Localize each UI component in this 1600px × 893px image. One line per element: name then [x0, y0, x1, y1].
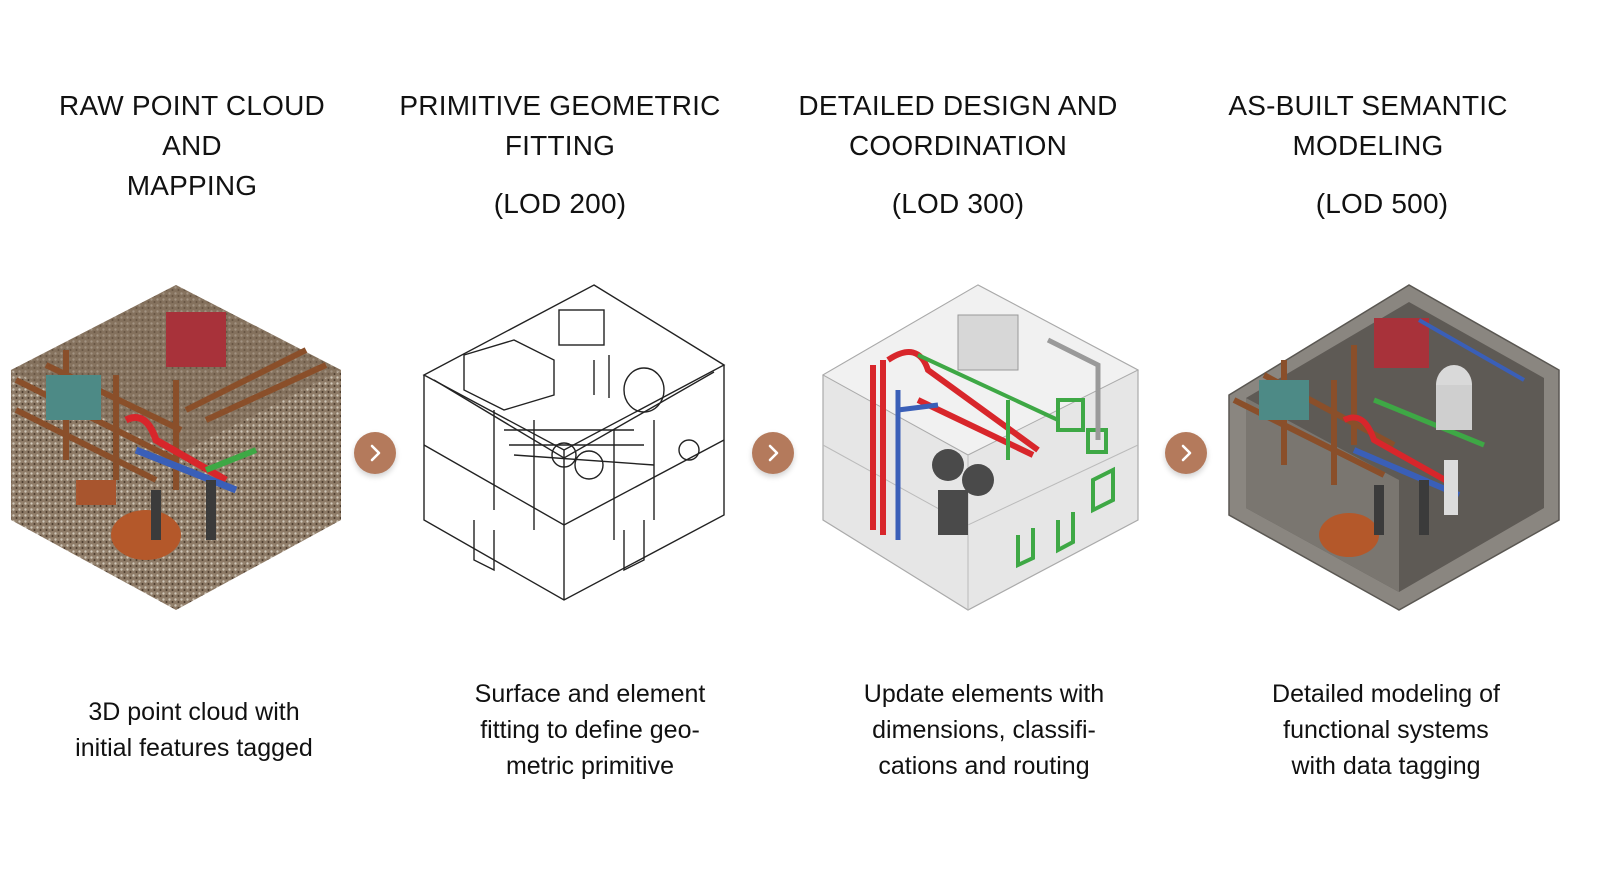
stage-title: PRIMITIVE GEOMETRIC FITTING (LOD 200): [360, 86, 760, 224]
lod-label: (LOD 200): [493, 188, 627, 219]
desc-line: Update elements with: [863, 680, 1105, 708]
desc-line: Surface and element: [474, 680, 706, 708]
title-line: RAW POINT CLOUD: [59, 90, 325, 121]
stage-detailed-design: DETAILED DESIGN AND COORDINATION (LOD 30…: [758, 0, 1158, 893]
stage-raw-point-cloud: RAW POINT CLOUD AND MAPPING 3D poin: [0, 0, 400, 893]
stage-title: DETAILED DESIGN AND COORDINATION (LOD 30…: [758, 86, 1158, 224]
stage-description: Surface and element fitting to define ge…: [390, 676, 790, 784]
title-line: PRIMITIVE GEOMETRIC: [399, 90, 721, 121]
title-line: COORDINATION: [848, 130, 1068, 161]
stage-description: Detailed modeling of functional systems …: [1186, 676, 1586, 784]
chevron-right-icon: [354, 432, 396, 474]
title-line: AND: [162, 130, 222, 161]
desc-line: 3D point cloud with: [88, 698, 300, 726]
coordination-model-illustration: [821, 284, 1140, 611]
desc-line: functional systems: [1283, 716, 1489, 744]
desc-line: dimensions, classifi-: [872, 716, 1096, 744]
desc-line: initial features tagged: [75, 734, 313, 762]
semantic-model-illustration: [1228, 284, 1560, 611]
stage-description: 3D point cloud with initial features tag…: [0, 694, 394, 766]
point-cloud-illustration: [11, 285, 341, 610]
title-line: DETAILED DESIGN AND: [798, 90, 1118, 121]
lod-label: (LOD 500): [1315, 188, 1449, 219]
title-line: FITTING: [504, 130, 616, 161]
desc-line: metric primitive: [505, 752, 675, 780]
wireframe-illustration: [422, 284, 726, 601]
title-line: MAPPING: [126, 170, 258, 201]
stage-title: AS-BUILT SEMANTIC MODELING (LOD 500): [1168, 86, 1568, 224]
desc-line: with data tagging: [1291, 752, 1481, 780]
desc-line: fitting to define geo-: [480, 716, 700, 744]
title-line: MODELING: [1292, 130, 1444, 161]
title-line: AS-BUILT SEMANTIC: [1228, 90, 1508, 121]
stage-primitive-fitting: PRIMITIVE GEOMETRIC FITTING (LOD 200) Su…: [360, 0, 760, 893]
stage-title: RAW POINT CLOUD AND MAPPING: [0, 86, 392, 206]
chevron-right-icon: [1165, 432, 1207, 474]
lod-label: (LOD 300): [891, 188, 1025, 219]
desc-line: cations and routing: [878, 752, 1090, 780]
chevron-right-icon: [752, 432, 794, 474]
stage-description: Update elements with dimensions, classif…: [784, 676, 1184, 784]
stage-as-built-modeling: AS-BUILT SEMANTIC MODELING (LOD 500) Det…: [1168, 0, 1568, 893]
desc-line: Detailed modeling of: [1272, 680, 1500, 708]
